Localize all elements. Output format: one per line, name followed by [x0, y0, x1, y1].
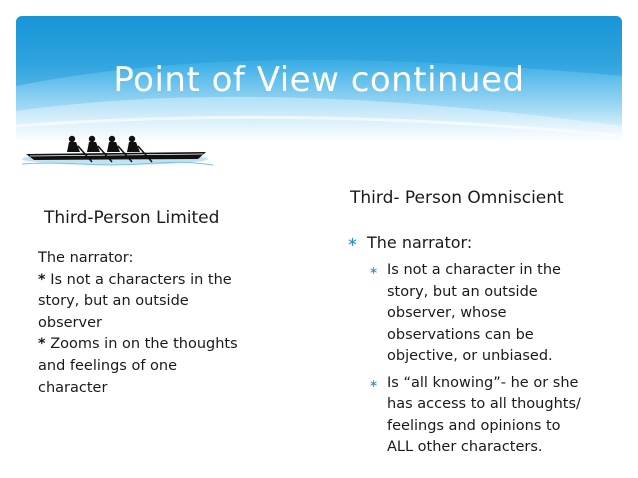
left-line: character	[38, 379, 108, 396]
bullet-icon: ∗	[369, 376, 379, 390]
left-heading: Third-Person Limited	[44, 208, 220, 228]
left-line: observer	[38, 314, 102, 331]
left-line: story, but an outside	[38, 293, 189, 310]
right-heading: Third- Person Omniscient	[350, 188, 564, 208]
right-bullet-list: ∗ The narrator: ∗ Is not a character in …	[345, 232, 605, 459]
bullet-icon: ∗	[347, 235, 358, 250]
left-line: * Is not a characters in the	[38, 271, 232, 288]
slide-title: Point of View continued	[113, 60, 525, 100]
main-bullet: ∗ The narrator:	[347, 233, 473, 252]
rowing-boat-icon	[21, 135, 214, 166]
title-banner: Point of View continued	[16, 16, 622, 142]
bullet-icon: ∗	[369, 264, 379, 277]
banner-swoosh-decoration	[16, 16, 622, 142]
asterisk-marker: *	[38, 271, 46, 288]
left-line: The narrator:	[38, 250, 134, 266]
sub-bullet: ∗ Is not a character in the story, but a…	[369, 262, 561, 364]
left-line: and feelings of one	[38, 357, 178, 374]
asterisk-marker: *	[38, 336, 46, 353]
left-line: * Zooms in on the thoughts	[38, 336, 238, 353]
sub-bullet: ∗ Is “all knowing”- he or she has access…	[369, 374, 581, 456]
left-description: The narrator: * Is not a characters in t…	[38, 248, 268, 399]
